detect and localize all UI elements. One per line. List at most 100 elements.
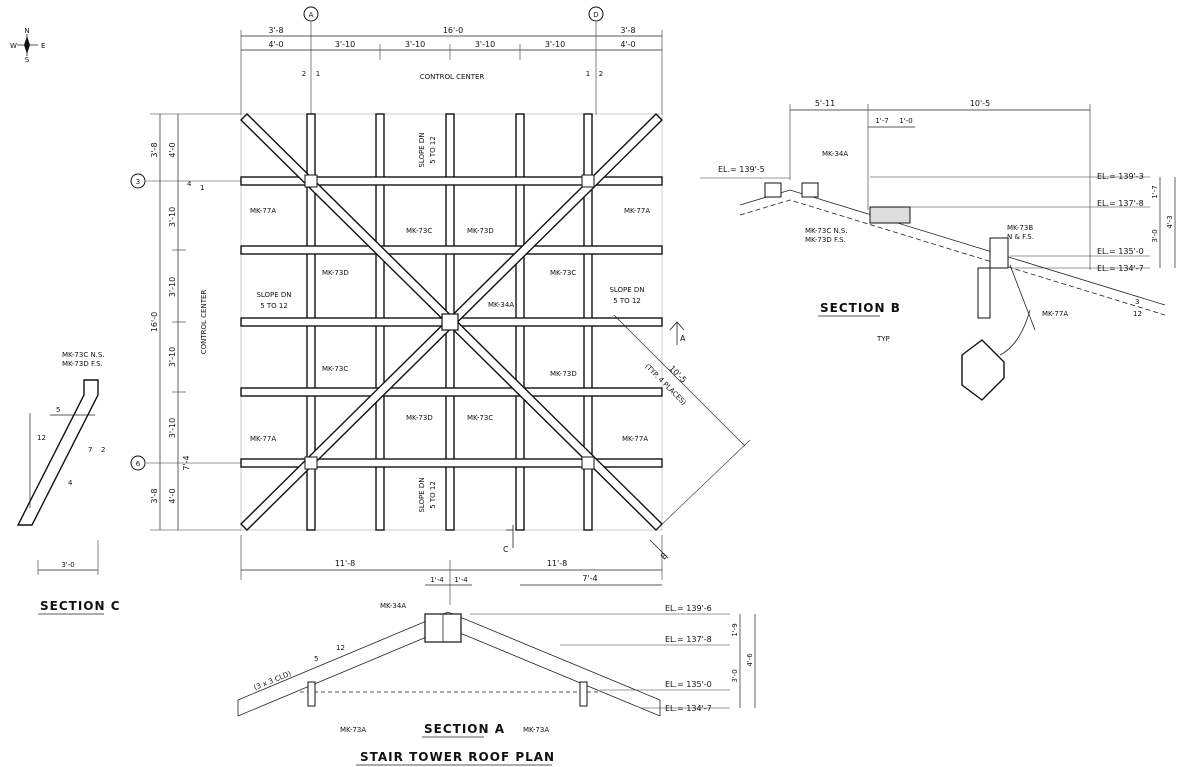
plan-left-dimensions: 3'-8 4'-0 3'-10 3'-10 16'-0 3'-10 3'-10 … <box>146 113 241 531</box>
section-a-el1: EL.= 139'-6 <box>665 604 712 613</box>
section-a-rdim3: 3'-0 <box>731 669 739 682</box>
section-c-mk73d: MK-73D F.S. <box>62 360 103 368</box>
plan-dim-left-1: 3'-8 <box>150 142 159 157</box>
section-a-mk34a: MK-34A <box>380 602 406 610</box>
plan-dim-top-3: 3'-8 <box>620 26 635 35</box>
compass-e: E <box>41 42 45 50</box>
plan-dim-left-6: 3'-10 <box>168 347 177 367</box>
plan-dim-top-8: 3'-10 <box>545 40 565 49</box>
mk73c-1: MK-73C <box>406 227 432 235</box>
plan-dim-left-8: 7'-4 <box>182 455 191 470</box>
section-b-slope-rise: 3 <box>1135 298 1139 306</box>
plan-dim-left-9: 3'-8 <box>150 488 159 503</box>
section-b-typ: TYP <box>876 335 890 343</box>
section-a-title: SECTION A <box>424 722 505 736</box>
plan-dim-top-7: 3'-10 <box>475 40 495 49</box>
section-c-d5: 5 <box>56 406 60 414</box>
section-c-mk73c: MK-73C N.S. <box>62 351 105 359</box>
mk77a-top-left: MK-77A <box>250 207 276 215</box>
plan-dim-bottom-2: 11'-8 <box>547 559 567 568</box>
grid-bubble-6: 6 <box>136 460 141 468</box>
mk73c-3: MK-73C <box>322 365 348 373</box>
section-c: MK-73C N.S. MK-73D F.S. 5 12 7 2 4 3'-0 … <box>16 351 120 615</box>
section-a-el2: EL.= 137'-8 <box>665 635 712 644</box>
section-b-el3: EL.= 137'-8 <box>1097 199 1144 208</box>
mk73d-2: MK-73D <box>322 269 349 277</box>
mk73d-4: MK-73D <box>406 414 433 422</box>
plan-dim-top-1: 3'-8 <box>268 26 283 35</box>
section-b-mk73b-note: N & F.S. <box>1007 233 1034 241</box>
control-center-top: CONTROL CENTER <box>420 73 485 81</box>
compass-n: N <box>24 27 29 35</box>
section-b-top2: 10'-5 <box>970 99 990 108</box>
plan-dim-bottom-1: 11'-8 <box>335 559 355 568</box>
section-b-rdim2: 4'-3 <box>1166 215 1174 228</box>
section-c-d7: 7 <box>88 446 92 454</box>
plan-dim-left-2: 4'-0 <box>168 142 177 157</box>
compass-w: W <box>10 42 17 50</box>
section-b-rdim3: 3'-0 <box>1151 229 1159 242</box>
section-b-el4: EL.= 135'-0 <box>1097 247 1144 256</box>
section-b-mk73c: MK-73C N.S. <box>805 227 848 235</box>
slope-left: SLOPE DN <box>256 291 291 299</box>
plan-dim-left-5: 16'-0 <box>150 312 159 332</box>
cut-marker-a: A <box>680 334 686 343</box>
section-b-mk77a: MK-77A <box>1042 310 1068 318</box>
plan-dim-left-3: 3'-10 <box>168 207 177 227</box>
plan-dim-bottom-3: 7'-4 <box>582 574 597 583</box>
plan-small-dim-d: 2 <box>599 70 603 78</box>
section-b-el1: EL.= 139'-5 <box>718 165 765 174</box>
section-b-el5: EL.= 134'-7 <box>1097 264 1144 273</box>
slope-top-ratio: 5 TO 12 <box>429 136 437 164</box>
section-a-slope-rise: 5 <box>314 655 318 663</box>
section-a-slope-run: 12 <box>336 644 345 652</box>
section-a: 1'-4 1'-4 MK-34A MK-73A MK-73A 5 12 (3 x… <box>237 576 756 738</box>
section-c-d2: 2 <box>101 446 105 454</box>
mk77a-bottom-left: MK-77A <box>250 435 276 443</box>
section-b-el2: EL.= 139'-3 <box>1097 172 1144 181</box>
plan-dim-top-4: 4'-0 <box>268 40 283 49</box>
section-b-title: SECTION B <box>820 301 901 315</box>
section-b-top3: 1'-7 <box>875 117 888 125</box>
plan-dim-top-5: 3'-10 <box>335 40 355 49</box>
section-a-rdim1: 1'-9 <box>731 623 739 636</box>
grid-bubble-a: A <box>309 11 314 19</box>
section-c-d12: 12 <box>37 434 46 442</box>
slope-bottom: SLOPE DN <box>418 477 426 512</box>
mk73c-4: MK-73C <box>467 414 493 422</box>
slope-right-ratio: 5 TO 12 <box>613 297 641 305</box>
grid-bubble-d: D <box>593 11 598 19</box>
mk34a-plan: MK-34A <box>488 301 514 309</box>
cut-marker-b: B <box>659 551 669 561</box>
mk77a-bottom-right: MK-77A <box>622 435 648 443</box>
section-b-mk73b: MK-73B <box>1007 224 1033 232</box>
plan-dim-left-10: 4'-0 <box>168 488 177 503</box>
section-a-rdim2: 4'-6 <box>746 653 754 667</box>
mk73c-2: MK-73C <box>550 269 576 277</box>
plan-small-dim-e: 4 <box>187 180 192 188</box>
plan-dim-left-7: 3'-10 <box>168 418 177 438</box>
plan-dim-top-2: 16'-0 <box>443 26 463 35</box>
plan-small-dim-a: 2 <box>302 70 306 78</box>
section-b: 5'-11 10'-5 1'-7 1'-0 MK-34A MK-73C N.S.… <box>700 99 1176 401</box>
section-b-slope-run: 12 <box>1133 310 1142 318</box>
compass-rose-icon: N S E W <box>10 27 45 64</box>
diag-note: (TYP. 4 PLACES) <box>643 362 688 407</box>
mk73d-1: MK-73D <box>467 227 494 235</box>
control-center-left: CONTROL CENTER <box>200 290 208 355</box>
drawing-title: STAIR TOWER ROOF PLAN <box>360 750 555 764</box>
roof-framing-plan <box>240 113 663 531</box>
section-c-d4: 4 <box>68 479 73 487</box>
plan-dim-top-9: 4'-0 <box>620 40 635 49</box>
section-b-top4: 1'-0 <box>899 117 912 125</box>
grid-bubble-3: 3 <box>136 178 140 186</box>
plan-small-dim-c: 1 <box>586 70 590 78</box>
slope-left-ratio: 5 TO 12 <box>260 302 288 310</box>
mk73d-3: MK-73D <box>550 370 577 378</box>
plan-small-dim-f: 1 <box>200 184 204 192</box>
section-c-bottom: 3'-0 <box>61 561 74 569</box>
slope-bottom-ratio: 5 TO 12 <box>429 481 437 509</box>
section-a-dim-a: 1'-4 <box>430 576 444 584</box>
mk77a-top-right: MK-77A <box>624 207 650 215</box>
section-a-mk73a-left: MK-73A <box>340 726 366 734</box>
